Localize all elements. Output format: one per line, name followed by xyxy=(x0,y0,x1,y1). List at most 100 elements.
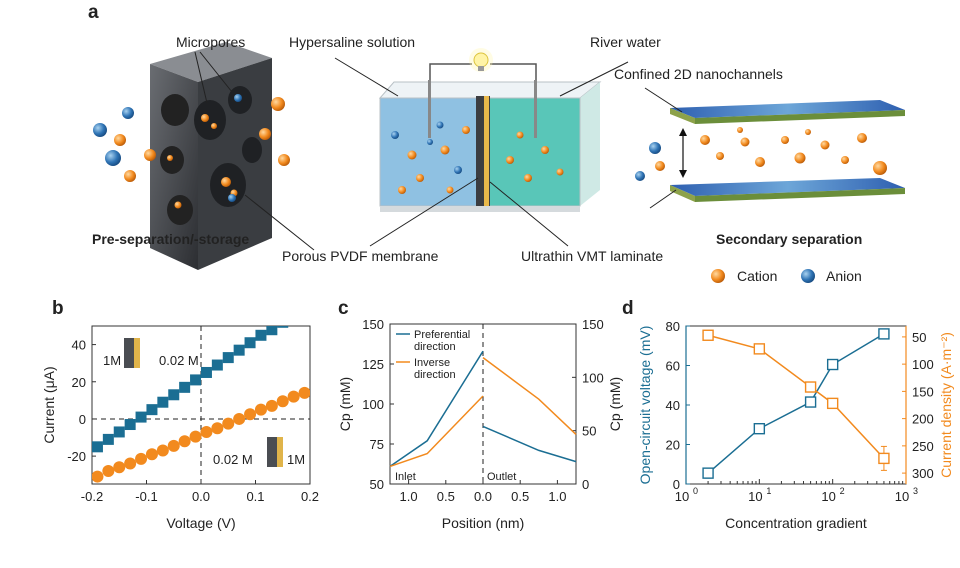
panel-label-d: d xyxy=(622,298,634,319)
x-tick-label: 0.5 xyxy=(511,489,529,504)
x-tick-label: -0.1 xyxy=(135,489,157,504)
y-tick-label-right: 50 xyxy=(582,424,596,439)
inset-vmt xyxy=(277,437,283,467)
point-orange-circle xyxy=(102,464,115,477)
x-tick-exponent: 0 xyxy=(693,486,698,496)
x-tick-label: 0.0 xyxy=(192,489,210,504)
point-orange-circle xyxy=(211,422,224,435)
y-tick-label: 40 xyxy=(72,338,86,353)
legend-label: direction xyxy=(414,341,456,353)
point-orange-circle xyxy=(276,395,289,408)
point-blue-square xyxy=(146,404,158,416)
point-orange-circle xyxy=(189,430,202,443)
inset-pvdf xyxy=(124,338,134,368)
panel-label-b: b xyxy=(52,298,64,319)
line-inverse xyxy=(389,395,484,468)
inset-pvdf xyxy=(267,437,277,467)
point-blue-square xyxy=(244,337,256,349)
point-voltage xyxy=(878,328,890,340)
point-orange-circle xyxy=(254,403,267,416)
y-tick-label-left: 75 xyxy=(370,437,384,452)
y-tick-label-right: 150 xyxy=(582,317,604,332)
y-tick-label-right: 200 xyxy=(912,412,934,427)
plot-frame xyxy=(91,325,311,485)
y-tick-label-left: 100 xyxy=(362,397,384,412)
legend-anion: Anion xyxy=(826,268,862,284)
x-axis-label: Voltage (V) xyxy=(166,515,235,531)
x-tick-label: 0.0 xyxy=(474,489,492,504)
panel-label-a: a xyxy=(88,2,99,23)
y-tick-label-right: 50 xyxy=(912,330,926,345)
annotation-1M-top: 1M xyxy=(103,353,121,368)
point-orange-circle xyxy=(156,444,169,457)
y-axis-label-right: Current density (A·m⁻²) xyxy=(938,332,954,478)
point-blue-square xyxy=(277,326,289,328)
point-orange-circle xyxy=(145,448,158,461)
plot-frame xyxy=(389,323,577,485)
point-voltage xyxy=(804,396,817,408)
x-axis-label: Position (nm) xyxy=(442,515,524,531)
point-orange-circle xyxy=(124,457,137,470)
annotation-002M-top: 0.02 M xyxy=(159,353,199,368)
x-tick-exponent: 3 xyxy=(913,486,918,496)
y-tick-label-right: 0 xyxy=(582,477,589,492)
point-blue-square xyxy=(233,344,245,356)
legend-cation: Cation xyxy=(737,268,778,284)
y-axis-label-left: Open-circuit voltage (mV) xyxy=(637,326,653,485)
cation-legend-marker xyxy=(711,269,725,283)
point-orange-circle xyxy=(200,425,213,438)
point-blue-square xyxy=(190,374,202,386)
point-blue-square xyxy=(179,381,191,393)
point-blue-square xyxy=(211,359,223,371)
point-blue-square xyxy=(222,352,234,364)
point-blue-square xyxy=(92,441,103,453)
point-blue-square xyxy=(113,426,125,438)
label-secondary: Secondary separation xyxy=(716,231,863,247)
y-tick-label-left: 150 xyxy=(362,317,384,332)
point-orange-circle xyxy=(167,439,180,452)
electrochemical-cell xyxy=(378,48,602,212)
line-preferential xyxy=(482,425,577,463)
y-tick-label-left: 125 xyxy=(362,357,384,372)
line-preferential xyxy=(389,350,484,468)
point-blue-square xyxy=(124,419,136,431)
point-orange-circle xyxy=(222,417,235,430)
point-current-density xyxy=(753,343,766,355)
point-orange-circle xyxy=(135,452,148,465)
x-tick-exponent: 1 xyxy=(766,486,771,496)
point-blue-square xyxy=(135,411,147,423)
data-points xyxy=(92,326,310,483)
y-tick-label-left: 20 xyxy=(666,438,680,453)
point-blue-square xyxy=(266,326,278,336)
porous-block xyxy=(150,42,272,270)
annotation-1M-bottom: 1M xyxy=(287,452,305,467)
point-voltage xyxy=(702,467,714,479)
y-tick-label: 20 xyxy=(72,375,86,390)
x-tick-label: 10 xyxy=(895,489,909,504)
y-axis-label: Current (μA) xyxy=(41,366,57,443)
membrane-inset xyxy=(124,338,140,368)
label-micropores: Micropores xyxy=(176,34,246,50)
label-preseparation: Pre-separation/-storage xyxy=(92,231,250,247)
legend-label: Preferential xyxy=(414,329,470,341)
panel-label-c: c xyxy=(338,298,349,319)
x-tick-label: 1.0 xyxy=(400,489,418,504)
membrane-inset xyxy=(267,437,283,467)
inlet-label: Inlet xyxy=(395,471,416,483)
x-tick-label: -0.2 xyxy=(81,489,103,504)
anion-legend-marker xyxy=(801,269,815,283)
y-tick-label-right: 100 xyxy=(582,370,604,385)
point-orange-circle xyxy=(113,461,126,474)
point-voltage xyxy=(826,358,839,371)
outlet-label: Outlet xyxy=(487,471,516,483)
y-tick-label-right: 100 xyxy=(912,357,934,372)
label-hypersaline: Hypersaline solution xyxy=(289,34,416,50)
y-tick-label-left: 40 xyxy=(666,398,680,413)
legend-label: direction xyxy=(414,369,456,381)
point-blue-square xyxy=(157,396,169,408)
inset-vmt xyxy=(134,338,140,368)
x-tick-label: 10 xyxy=(821,489,835,504)
point-blue-square xyxy=(102,433,114,445)
label-river-water: River water xyxy=(590,34,661,50)
label-nanochannels: Confined 2D nanochannels xyxy=(614,66,783,82)
